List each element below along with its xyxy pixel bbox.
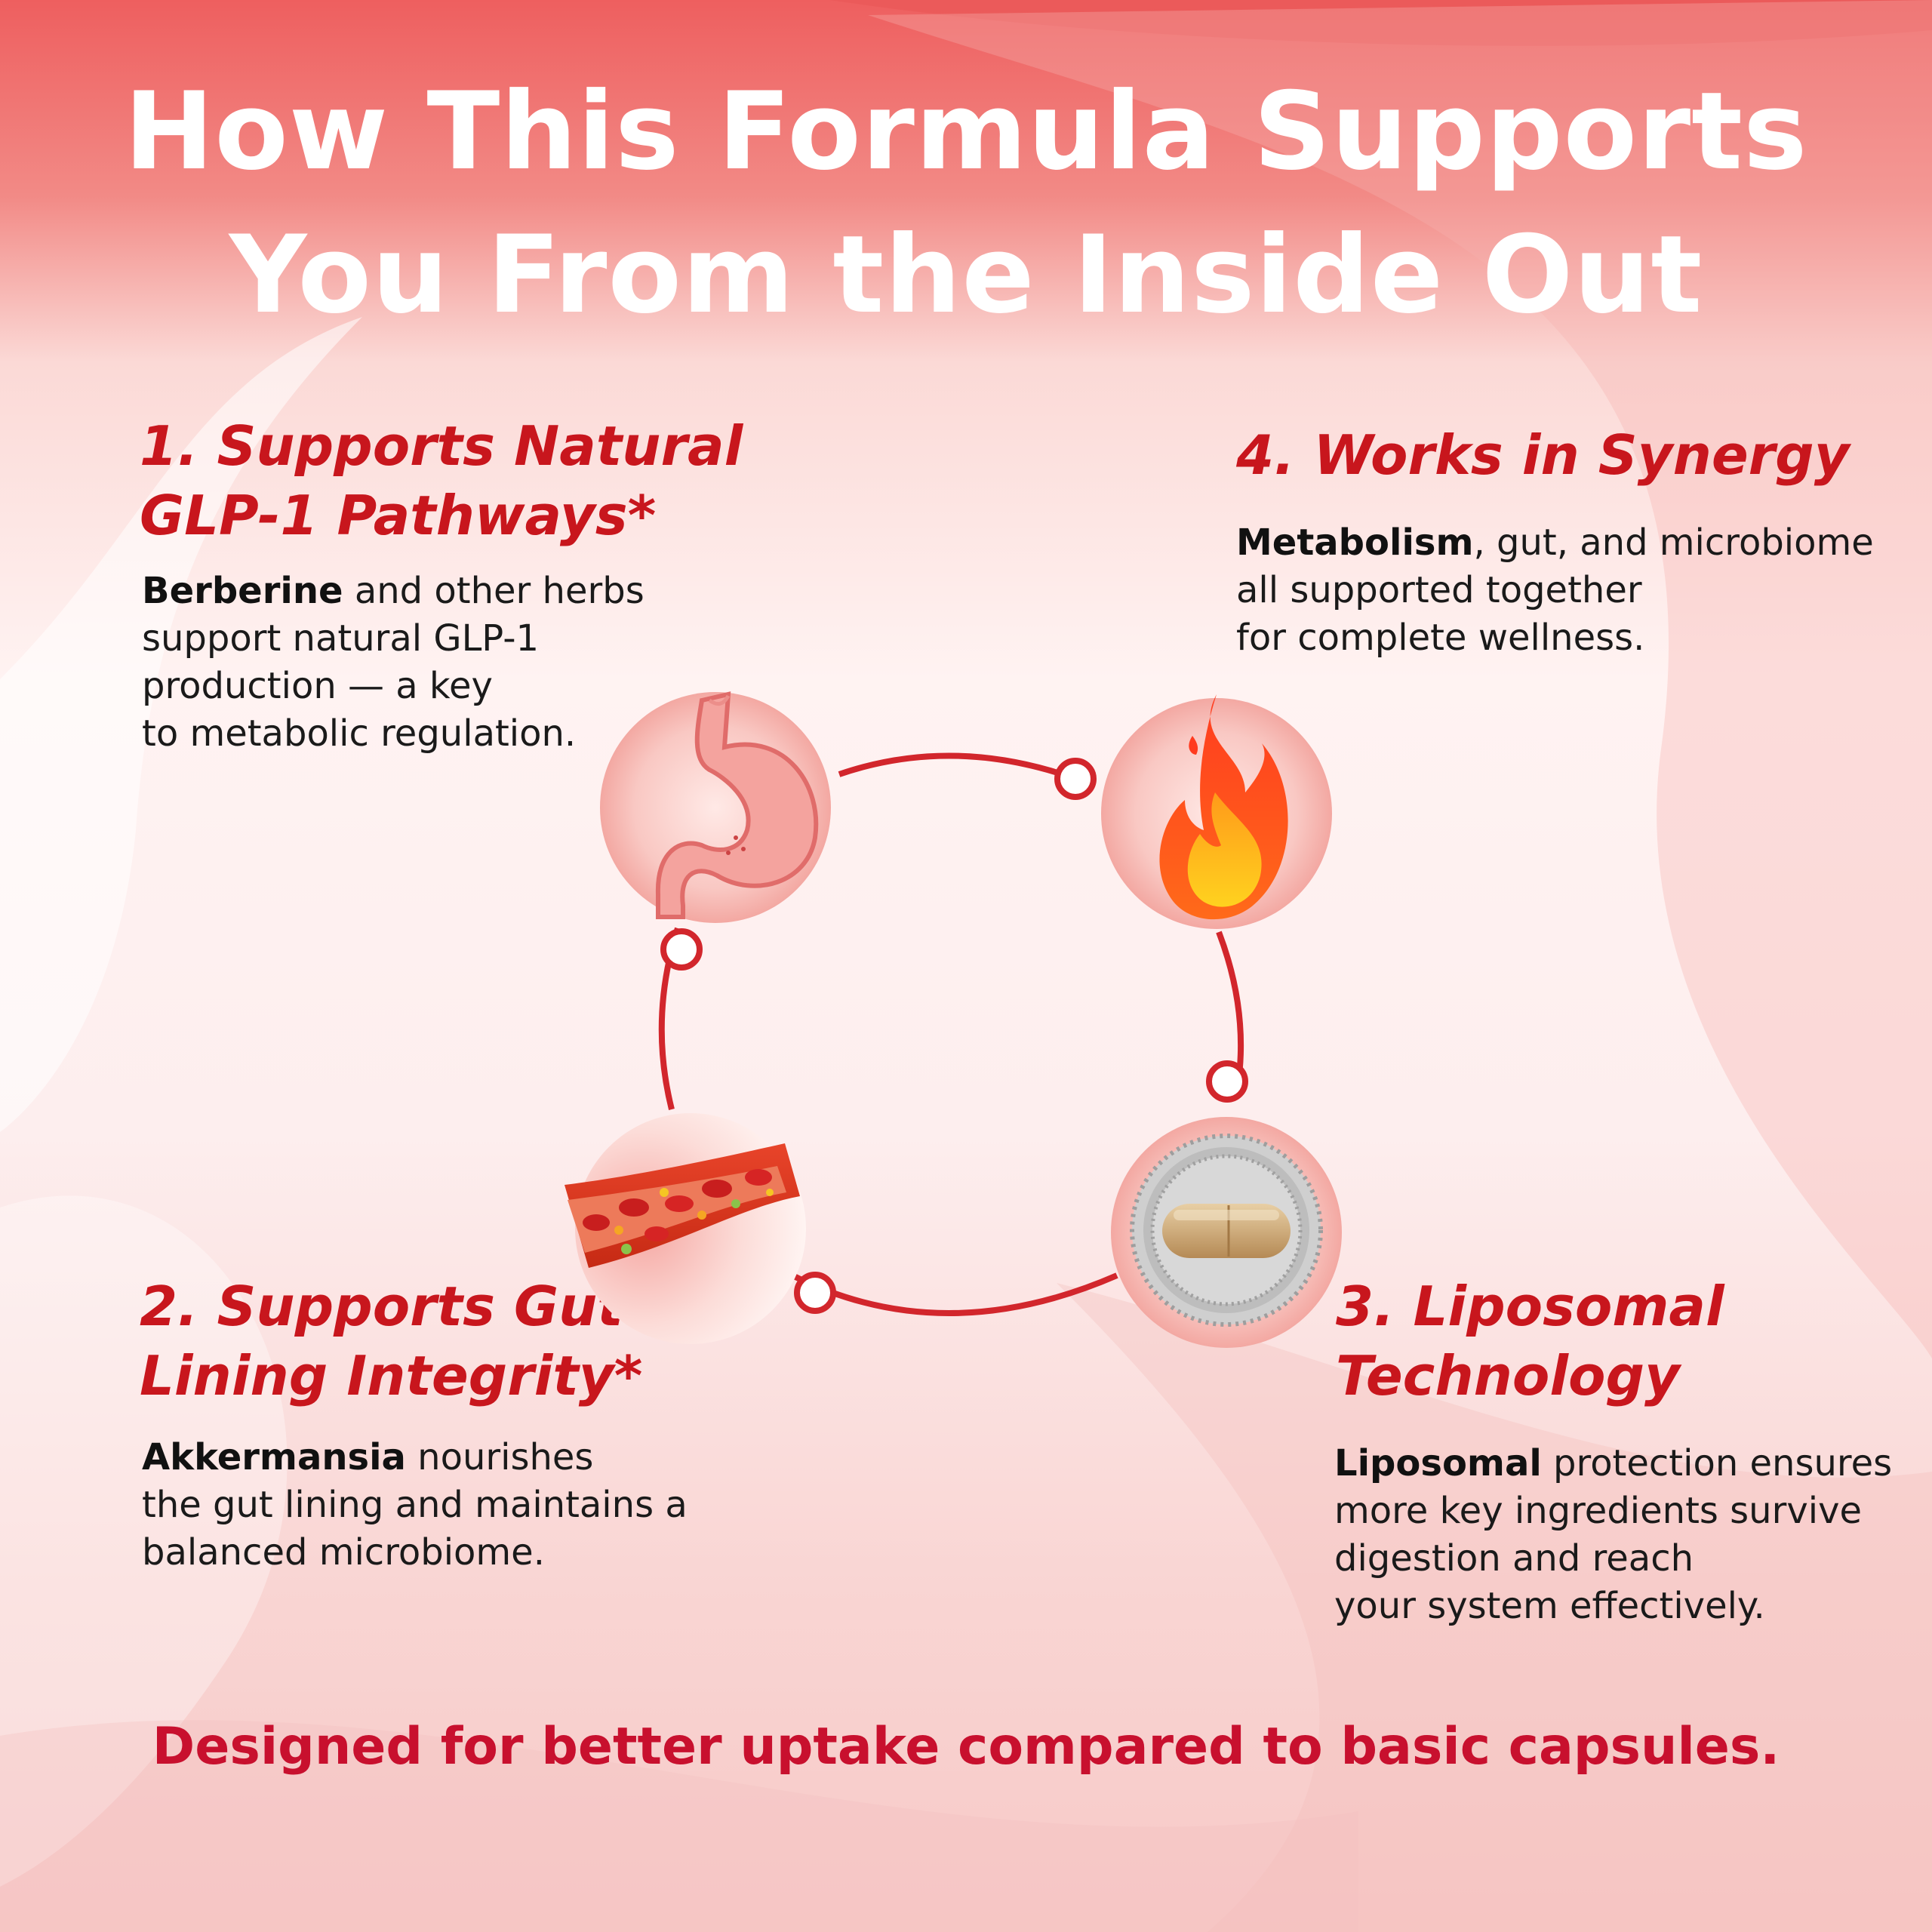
feature-2-bold: Akkermansia [142, 1436, 406, 1478]
blood-vessel-icon [565, 1113, 806, 1344]
feature-4-bold: Metabolism [1236, 521, 1474, 564]
feature-3-heading: 3. Liposomal Technology [1336, 1272, 1724, 1411]
feature-3-heading-line-2: Technology [1336, 1344, 1680, 1407]
ring-node [794, 1272, 836, 1314]
ring-arc-top [838, 752, 1073, 780]
feature-1-heading-line-1: 1. Supports Natural [140, 414, 743, 478]
feature-1-description: Berberine and other herbs support natura… [142, 570, 645, 755]
feature-3-heading-line-1: 3. Liposomal [1336, 1275, 1724, 1338]
feature-1-heading: 1. Supports Natural GLP-1 Pathways* [140, 411, 743, 550]
footer-tagline: Designed for better uptake compared to b… [152, 1717, 1780, 1777]
feature-2-heading-line-2: Lining Integrity* [140, 1344, 643, 1407]
ring-node [660, 928, 703, 971]
feature-4-heading-line-1: 4. Works in Synergy [1236, 423, 1850, 487]
feature-2-description: Akkermansia nourishes the gut lining and… [142, 1436, 688, 1574]
feature-2-heading: 2. Supports Gut Lining Integrity* [140, 1272, 642, 1411]
feature-2-heading-line-1: 2. Supports Gut [140, 1275, 623, 1338]
feature-3-bold: Liposomal [1334, 1442, 1542, 1484]
ring-node [1054, 758, 1097, 800]
liposome-capsule-icon [1111, 1117, 1342, 1348]
feature-3-description: Liposomal protection ensures more key in… [1334, 1442, 1893, 1627]
ring-arc-bottom [791, 1272, 1118, 1316]
feature-4-description: Metabolism, gut, and microbiome all supp… [1236, 521, 1874, 659]
page-title: How This Formula Supports You From the I… [0, 60, 1932, 347]
title-line-2: You From the Inside Out [229, 213, 1703, 337]
title-line-1: How This Formula Supports [124, 69, 1808, 194]
ring-node [1206, 1060, 1248, 1103]
feature-4-heading: 4. Works in Synergy [1236, 420, 1850, 490]
feature-1-bold: Berberine [142, 570, 343, 612]
flame-icon [1101, 694, 1332, 929]
stomach-icon [600, 691, 831, 923]
feature-1-heading-line-2: GLP-1 Pathways* [140, 484, 657, 547]
